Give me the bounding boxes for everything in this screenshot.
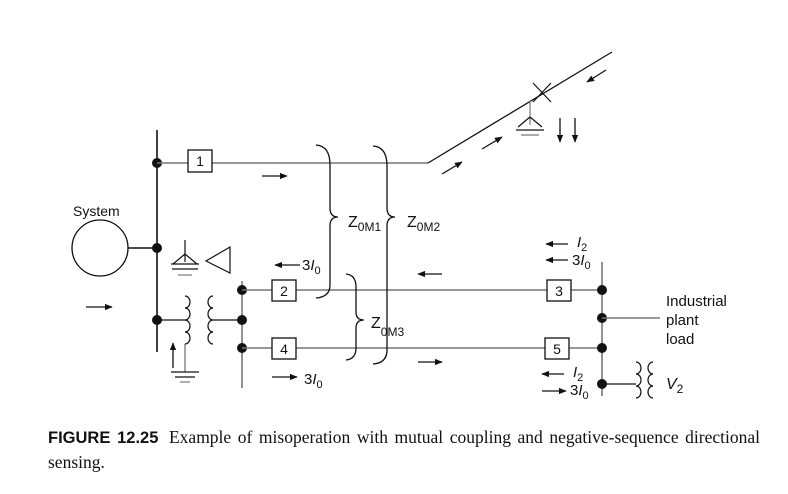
pt-secondary-coil	[647, 361, 654, 399]
fault-ground-icon	[516, 101, 544, 136]
current-label-i2: I2	[573, 364, 583, 384]
current-arrow	[441, 161, 463, 175]
load-label: Industrial plant load	[666, 293, 731, 348]
brace-zom3	[345, 273, 365, 361]
system-source-icon	[71, 219, 129, 277]
relay-5	[544, 337, 570, 360]
relay-5-label: 5	[553, 341, 561, 357]
circuit-diagram: System 1	[71, 51, 731, 402]
zom2-label: Z0M2	[407, 214, 440, 234]
current-arrow	[481, 136, 503, 150]
relay-3	[546, 279, 572, 302]
current-label-3i0: 3I0	[302, 257, 321, 277]
transformer-secondary-coil	[207, 295, 214, 345]
bus-node	[237, 315, 247, 325]
relay-4-label: 4	[280, 341, 288, 357]
zom1-label: Z0M1	[348, 214, 381, 234]
relay-3-label: 3	[555, 283, 563, 299]
transformer-ground-icon	[171, 371, 199, 383]
relay-1-label: 1	[196, 153, 204, 169]
brace-zom2	[372, 145, 396, 365]
bus-node	[597, 343, 607, 353]
v2-label: V2	[666, 376, 684, 396]
current-label-i2: I2	[577, 234, 587, 254]
line-1-diagonal	[427, 51, 613, 164]
bus-node	[597, 285, 607, 295]
delta-icon	[204, 245, 231, 274]
current-label-3i0: 3I0	[572, 252, 591, 272]
zom3-label: Z0M3	[371, 315, 404, 339]
figure-label: FIGURE 12.25	[48, 429, 159, 447]
fault-x-icon	[532, 82, 552, 103]
figure-caption: FIGURE 12.25 Example of misoperation wit…	[48, 425, 760, 474]
figure-caption-text: Example of misoperation with mutual coup…	[48, 427, 760, 472]
system-label: System	[73, 203, 120, 219]
relay-2-label: 2	[280, 283, 288, 299]
bus-node	[152, 243, 162, 253]
relay-2	[271, 279, 297, 302]
current-label-3i0: 3I0	[304, 371, 323, 391]
relay-1	[187, 149, 213, 173]
pt-primary-coil	[635, 361, 642, 399]
grounded-wye-icon	[171, 240, 199, 276]
current-arrow	[586, 69, 607, 83]
brace-zom1	[315, 144, 339, 299]
transformer-primary-coil	[184, 295, 191, 345]
current-label-3i0: 3I0	[570, 382, 589, 402]
relay-4	[271, 337, 297, 360]
